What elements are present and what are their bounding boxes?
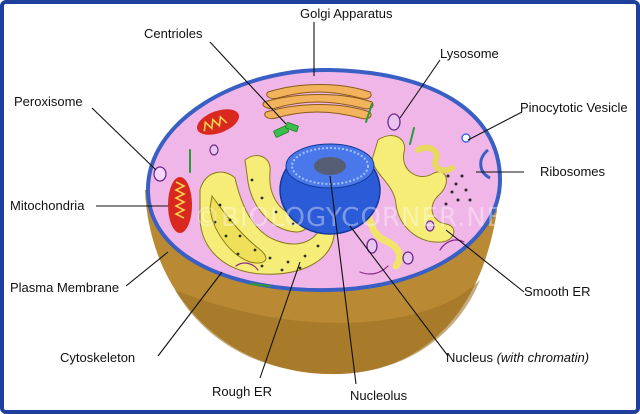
label-lysosome: Lysosome	[440, 46, 499, 61]
label-nucleus-name: Nucleus	[446, 350, 493, 365]
cytoskeleton-filaments	[189, 103, 465, 287]
label-mitochondria: Mitochondria	[10, 198, 85, 213]
vesicle-1	[366, 238, 378, 254]
label-pinocytotic-vesicle: Pinocytotic Vesicle	[520, 100, 628, 115]
free-ribosomes	[444, 174, 472, 206]
label-smooth-er: Smooth ER	[524, 284, 590, 299]
label-golgi-apparatus: Golgi Apparatus	[300, 6, 393, 21]
smooth-er	[371, 135, 455, 243]
centrioles	[273, 122, 299, 138]
nucleolus	[314, 157, 346, 175]
lysosome	[387, 113, 401, 131]
rough-er-ribosomes	[213, 178, 320, 272]
vesicle-4	[425, 220, 435, 232]
cell-hemisphere-shadow	[175, 280, 480, 375]
label-centrioles: Centrioles	[144, 26, 203, 41]
label-nucleus-note: (with chromatin)	[497, 350, 589, 365]
label-nucleolus: Nucleolus	[350, 388, 408, 403]
mitochondrion-top	[196, 109, 240, 135]
pinocytotic-vesicle	[461, 133, 471, 143]
leader-lines	[91, 22, 525, 385]
nucleus-pores	[291, 147, 369, 185]
peroxisome	[153, 166, 167, 182]
mitochondrion-left	[168, 177, 192, 233]
label-cytoskeleton: Cytoskeleton	[60, 350, 135, 365]
vesicle-2	[402, 251, 414, 265]
rough-er-fold-2	[209, 194, 267, 264]
label-plasma-membrane: Plasma Membrane	[10, 280, 119, 295]
plasma-membrane-notch	[479, 148, 491, 180]
golgi-apparatus	[262, 84, 374, 120]
vesicle-3	[209, 144, 219, 156]
label-nucleus: Nucleus (with chromatin)	[446, 350, 589, 365]
label-ribosomes: Ribosomes	[540, 164, 606, 179]
label-peroxisome: Peroxisome	[14, 94, 83, 109]
label-rough-er: Rough ER	[212, 384, 272, 399]
watermark: ©BIOLOGYCORNER.NET.COM	[194, 203, 591, 233]
smooth-er-tubule	[415, 144, 455, 174]
